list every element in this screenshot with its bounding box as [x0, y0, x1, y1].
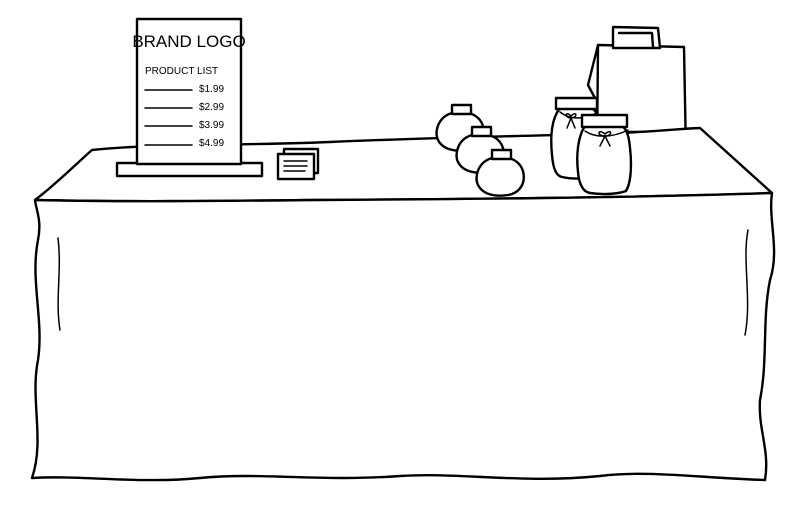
bow-jar-icon: [576, 113, 633, 196]
business-cards-icon: [276, 147, 320, 181]
price-sign: BRAND LOGO PRODUCT LIST $1.99 $2.99 $3.9…: [132, 17, 246, 166]
price-1: $1.99: [199, 84, 224, 95]
sign-heading: PRODUCT LIST: [145, 66, 218, 77]
price-4: $4.99: [199, 138, 224, 149]
sign-brand-logo: BRAND LOGO: [132, 32, 245, 51]
tablecloth: [30, 191, 776, 482]
price-3: $3.99: [199, 120, 224, 131]
round-jar-icon: [475, 148, 525, 197]
price-2: $2.99: [199, 102, 224, 113]
